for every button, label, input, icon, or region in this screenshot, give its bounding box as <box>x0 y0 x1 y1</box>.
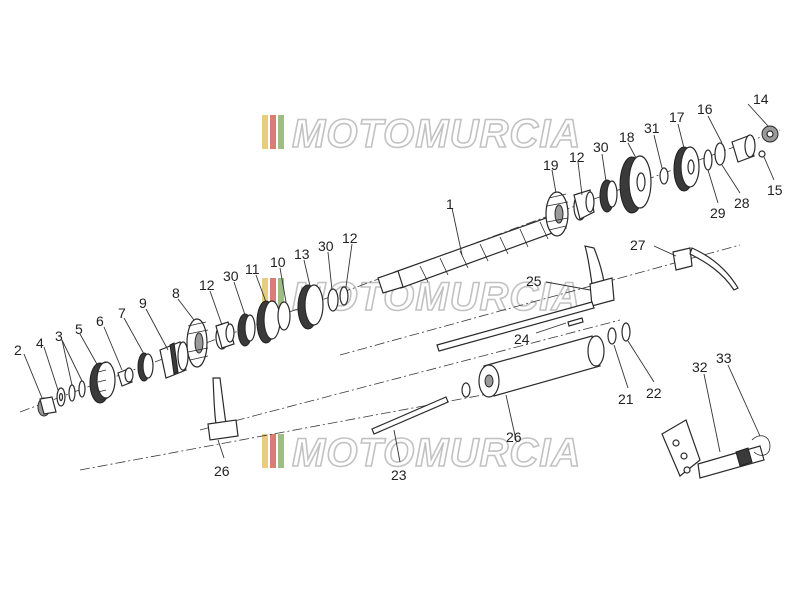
callout-8: 8 <box>172 285 180 301</box>
part-9-gear <box>159 341 189 379</box>
callout-18: 18 <box>619 129 635 145</box>
callout-32: 32 <box>692 359 708 375</box>
callout-7: 7 <box>118 305 126 321</box>
callout-13: 13 <box>294 246 310 262</box>
callout-labels: 2 4 3 5 6 7 9 8 12 30 11 10 13 30 12 1 1… <box>14 91 783 483</box>
part-21-washer <box>607 327 617 345</box>
part-15-ball <box>758 150 766 158</box>
part-11-10-gears <box>256 300 291 344</box>
part-2-nut <box>37 396 57 417</box>
part-23-drum-rod <box>371 396 449 435</box>
part-4-washer <box>56 387 66 407</box>
part-25-fork-shaft <box>436 301 595 352</box>
callout-5: 5 <box>75 321 83 337</box>
callout-25: 25 <box>526 273 542 289</box>
watermark-text: MOTOMURCIA <box>292 431 581 475</box>
part-31-circlip <box>659 167 669 185</box>
part-24-pin <box>567 317 584 327</box>
callout-30: 30 <box>318 238 334 254</box>
part-8-gear <box>186 318 209 368</box>
callout-12: 12 <box>342 230 358 246</box>
part-14-nut <box>761 125 779 143</box>
callout-19: 19 <box>543 157 559 173</box>
part-5-gear <box>89 361 116 404</box>
callout-4: 4 <box>36 335 44 351</box>
fork-shaft-axis <box>339 244 741 356</box>
callout-9: 9 <box>139 295 147 311</box>
part-27-fork <box>672 247 739 291</box>
callout-30: 30 <box>593 139 609 155</box>
part-16-bushing <box>731 134 756 163</box>
callout-21: 21 <box>618 391 634 407</box>
callout-11: 11 <box>245 261 260 277</box>
callout-1: 1 <box>446 196 454 212</box>
part-26-fork-upper <box>584 245 615 307</box>
callout-16: 16 <box>697 101 713 117</box>
part-19-gear <box>545 191 569 237</box>
callout-17: 17 <box>669 109 685 125</box>
selector-drum <box>478 335 605 398</box>
part-29-28-washers <box>703 142 726 171</box>
main-shaft <box>377 212 567 294</box>
callout-28: 28 <box>734 195 750 211</box>
part-12-bushing-right <box>573 189 595 221</box>
callout-33: 33 <box>716 350 732 366</box>
callout-31: 31 <box>644 120 660 136</box>
drum-rod-axis <box>79 387 521 471</box>
leader-lines <box>23 103 775 463</box>
callout-24: 24 <box>514 331 530 347</box>
small-washer-drum <box>461 382 471 398</box>
part-33-spring <box>751 435 771 456</box>
part-18-gear <box>619 155 652 214</box>
drum-axis <box>199 319 621 431</box>
part-6-spacer <box>117 367 134 387</box>
callout-3: 3 <box>55 328 63 344</box>
watermark-bottom: MOTOMURCIA <box>262 430 581 476</box>
callout-12: 12 <box>199 277 215 293</box>
callout-15: 15 <box>767 182 783 198</box>
callout-12: 12 <box>569 149 585 165</box>
part-26-fork-lower <box>207 377 239 441</box>
part-30-bearing-left <box>237 313 256 347</box>
part-32-gearshift-lever <box>661 419 765 479</box>
part-30-bearing-right <box>599 179 618 213</box>
callout-10: 10 <box>270 254 286 270</box>
part-22-washer <box>621 322 631 342</box>
callout-26: 26 <box>214 463 230 479</box>
callout-14: 14 <box>753 91 769 107</box>
callout-30: 30 <box>223 268 239 284</box>
callout-2: 2 <box>14 342 22 358</box>
part-13-gear <box>297 284 324 330</box>
part-7-bearing <box>137 352 154 382</box>
part-30-12-right-of-13 <box>327 286 349 312</box>
callout-23: 23 <box>391 467 407 483</box>
callout-27: 27 <box>630 237 646 253</box>
callout-29: 29 <box>710 205 726 221</box>
watermark-text: MOTOMURCIA <box>292 112 581 156</box>
callout-22: 22 <box>646 385 662 401</box>
callout-6: 6 <box>96 313 104 329</box>
part-17-gear <box>673 146 700 192</box>
part-12-bushing-left <box>215 321 235 350</box>
watermark-top: MOTOMURCIA <box>262 111 581 157</box>
callout-26: 26 <box>506 429 522 445</box>
